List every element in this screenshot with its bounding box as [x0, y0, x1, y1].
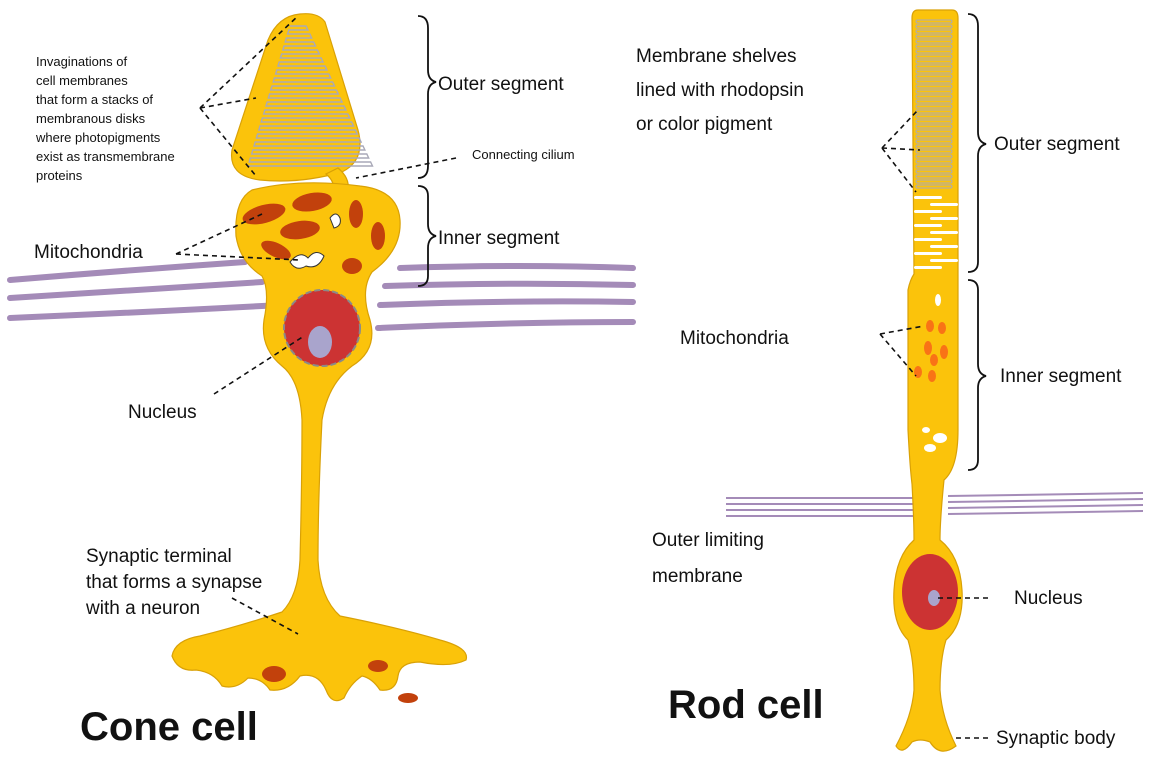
cone-inner-segment-brace [418, 186, 436, 286]
cone-outer-segment-label: Outer segment [438, 74, 564, 95]
rod-outer-segment-label: Outer segment [994, 134, 1120, 155]
cone-cell-title: Cone cell [80, 705, 258, 749]
rod-synaptic-body-label: Synaptic body [996, 728, 1116, 749]
rod-mitochondria-label: Mitochondria [680, 328, 789, 349]
cone-synaptic-line-3: with a neuron [85, 598, 200, 619]
rod-nucleus-label: Nucleus [1014, 588, 1083, 609]
rod-outer-segment-brace [968, 14, 986, 272]
cone-invaginations-line-6: exist as transmembrane [36, 149, 175, 164]
rod-outer-limiting-line-2: membrane [652, 566, 743, 587]
cone-synaptic-line-1: Synaptic terminal [86, 546, 232, 567]
rod-inner-segment-label: Inner segment [1000, 366, 1122, 387]
rod-inner-segment-brace [968, 280, 986, 470]
cone-nucleus [284, 290, 360, 366]
rod-cell-title: Rod cell [668, 683, 824, 727]
cone-synaptic-line-2: that forms a synapse [86, 572, 262, 593]
cone-nucleus-label: Nucleus [128, 402, 197, 423]
cone-invaginations-line-3: that form a stacks of [36, 92, 153, 107]
cone-inner-segment-label: Inner segment [438, 228, 560, 249]
rod-outer-limiting-line-1: Outer limiting [652, 530, 764, 551]
cone-invaginations-line-2: cell membranes [36, 73, 128, 88]
cone-invaginations-line-7: proteins [36, 168, 83, 183]
cone-outer-segment-brace [418, 16, 436, 178]
cone-mitochondria-label: Mitochondria [34, 242, 143, 263]
rod-membrane-shelves-line-1: Membrane shelves [636, 46, 797, 67]
cone-invaginations-line-5: where photopigments [35, 130, 161, 145]
rod-membrane-shelves-line-2: lined with rhodopsin [636, 80, 804, 101]
cone-connecting-cilium-label: Connecting cilium [472, 147, 575, 162]
rod-nucleus [902, 554, 958, 630]
cone-invaginations-line-4: membranous disks [36, 111, 146, 126]
rod-membrane-shelves-line-3: or color pigment [636, 114, 773, 135]
cone-invaginations-line-1: Invaginations of [36, 54, 127, 69]
